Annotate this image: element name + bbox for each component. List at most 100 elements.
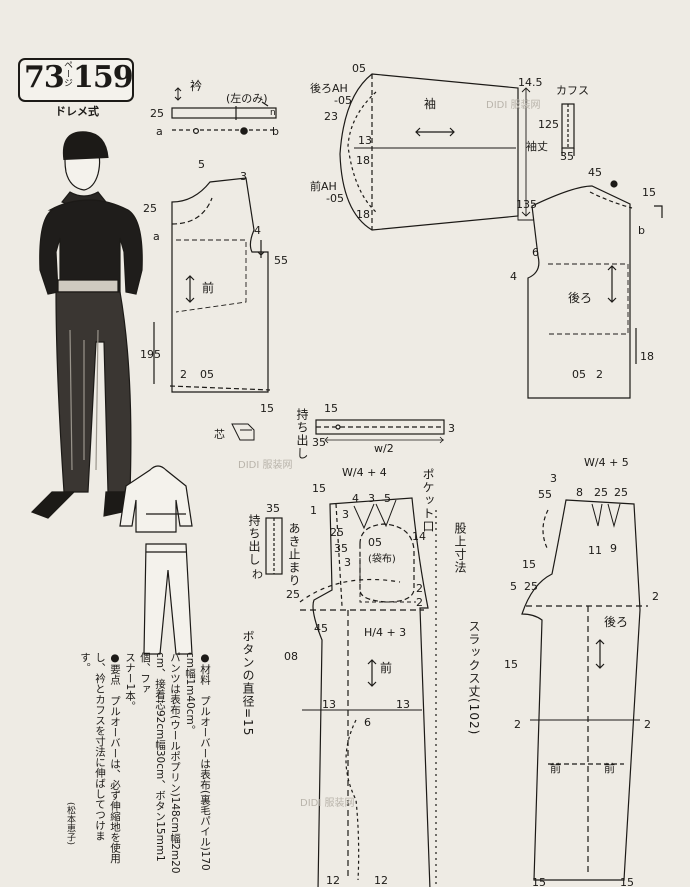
collar-width-label: 25 [150, 107, 164, 120]
back-bodice-point-b: b [638, 224, 645, 237]
back-bodice-m-6: 6 [532, 246, 539, 259]
note-line-8: す。 [79, 652, 91, 673]
sleeve-front-ah-minus: -05 [326, 192, 344, 205]
back-pants-m-55: 55 [538, 488, 552, 501]
fly-title-vertical: 持ち出し [247, 514, 261, 566]
fly-w-frac: w/2 [374, 442, 394, 455]
back-pants-m-25a: 25 [594, 486, 608, 499]
collar-notch-mark: n [270, 108, 276, 118]
sleeve-m-135: 135 [516, 198, 537, 211]
fly-m-35b: 35 [266, 502, 280, 515]
page-number: 73 [24, 60, 65, 95]
fly-interfacing: 芯 [214, 427, 225, 441]
fly-fold: わ [252, 568, 263, 581]
sleeve-title: 袖 [424, 96, 436, 111]
front-pants-length: スラックス丈(102) [467, 620, 481, 736]
author-credit: (松本恵子) [65, 802, 75, 846]
sleeve-m-23: 23 [324, 110, 338, 123]
front-pants-m-5: 5 [384, 492, 391, 505]
front-pants-m-05: 05 [368, 536, 382, 549]
back-pants-m-11: 11 [588, 544, 602, 557]
front-pants-m-13a: 13 [322, 698, 336, 711]
note-line-6: ●要点 プルオーバーは、必ず伸縮地を使用 [109, 652, 121, 864]
back-pants-m-2b: 2 [514, 718, 521, 731]
back-pants-front-b: 前 [604, 761, 615, 775]
flat-sketch-pants [143, 543, 193, 655]
back-pants-m-15b: 15 [504, 658, 518, 671]
cuff-piece [561, 103, 575, 156]
front-pants-m-25b: 25 [286, 588, 300, 601]
sleeve-back-ah: 後ろAH [310, 81, 348, 95]
back-bodice-m-18: 18 [640, 350, 654, 363]
front-bodice-m-15: 15 [260, 402, 274, 415]
front-pants-m-15: 15 [312, 482, 326, 495]
back-pants-w-plus5: W/4 + 5 [584, 456, 629, 469]
front-pants-m-3a: 3 [368, 492, 375, 505]
system-label: ドレメ式 [55, 105, 99, 118]
fly-title-top: 持ち出し [295, 408, 309, 460]
front-pants-title: 前 [380, 660, 392, 675]
front-pants-h-plus3: H/4 + 3 [364, 626, 406, 639]
note-line-5: スナー1本。 [124, 652, 136, 712]
back-pants-m-2c: 2 [644, 718, 651, 731]
materials-notes: ●材料 プルオーバーは表布(裏毛パイル)170 cm幅1m40cm。 パンツは表… [62, 652, 212, 880]
front-bodice-m-5: 5 [198, 158, 205, 171]
front-bodice-m-05: 05 [200, 368, 214, 381]
fly-m-15: 15 [324, 402, 338, 415]
sleeve-m-05: 05 [352, 62, 366, 75]
back-bodice-m-05: 05 [572, 368, 586, 381]
back-bodice-m-15: 15 [642, 186, 656, 199]
front-pants-m-3b: 3 [342, 508, 349, 521]
back-pants-piece [521, 499, 648, 881]
cuff-m-125: 125 [538, 118, 559, 131]
front-bodice-m-25: 25 [143, 202, 157, 215]
front-pants-m-13b: 13 [396, 698, 410, 711]
note-line-3: パンツは表布(ウールポプリン)148cm幅2m20 [169, 652, 181, 874]
flat-sketch-top [119, 465, 193, 533]
sleeve-length: 袖丈 [526, 139, 548, 153]
button-diameter-note: ボタンの直径=15 [241, 630, 255, 737]
collar-note: (左のみ) [226, 92, 268, 105]
front-bodice-point-a: a [153, 230, 160, 243]
back-pants-m-5: 5 [510, 580, 517, 593]
front-pants-rise: 股上寸法 [453, 522, 467, 574]
cuff-m-35: 35 [560, 150, 574, 163]
front-pants-piece [299, 497, 437, 887]
back-bodice-m-45: 45 [588, 166, 602, 179]
back-pants-m-9: 9 [610, 542, 617, 555]
collar-point-b: b [272, 125, 279, 138]
front-bodice-m-55: 55 [274, 254, 288, 267]
front-pants-pocket-bag: (袋布) [368, 552, 396, 565]
pattern-number: 159 [73, 60, 134, 95]
front-pants-m-6: 6 [364, 716, 371, 729]
front-pants-m-45: 45 [314, 622, 328, 635]
sleeve-m-145: 14.5 [518, 76, 543, 89]
note-line-1: ●材料 プルオーバーは表布(裏毛パイル)170 [199, 652, 211, 871]
back-bodice-piece [527, 180, 663, 399]
watermark-3: DIDI 服装网 [300, 796, 354, 809]
page-suffix: ページ [62, 60, 72, 87]
note-line-7: し、衿とカフスを寸法に伸ばしてつけま [94, 652, 106, 841]
back-pants-front-a: 前 [550, 761, 561, 775]
fly-piece [231, 419, 445, 575]
front-pants-m-2b: 2 [416, 596, 423, 609]
model-figure [30, 131, 143, 519]
collar-title: 衿 [190, 78, 202, 93]
front-bodice-m-3: 3 [240, 170, 247, 183]
watermark-2: DIDI 服装网 [486, 98, 540, 111]
front-bodice-piece [153, 177, 271, 393]
front-pants-m-35: 35 [334, 542, 348, 555]
front-pants-m-4: 4 [352, 492, 359, 505]
front-pants-w-plus4: W/4 + 4 [342, 466, 387, 479]
front-bodice-title: 前 [202, 280, 214, 295]
sleeve-m-13: 13 [358, 134, 372, 147]
sleeve-m-18a: 18 [356, 154, 370, 167]
sleeve-piece [339, 73, 534, 231]
back-pants-m-25b: 25 [614, 486, 628, 499]
back-pants-title: 後ろ [604, 615, 628, 629]
back-pants-m-15a: 15 [522, 558, 536, 571]
back-pants-m-25c: 25 [524, 580, 538, 593]
note-line-4: cm、接着芯92cm幅30cm、ボタン15mm1個、ファ [139, 652, 166, 862]
front-pants-m-1: 1 [310, 504, 317, 517]
